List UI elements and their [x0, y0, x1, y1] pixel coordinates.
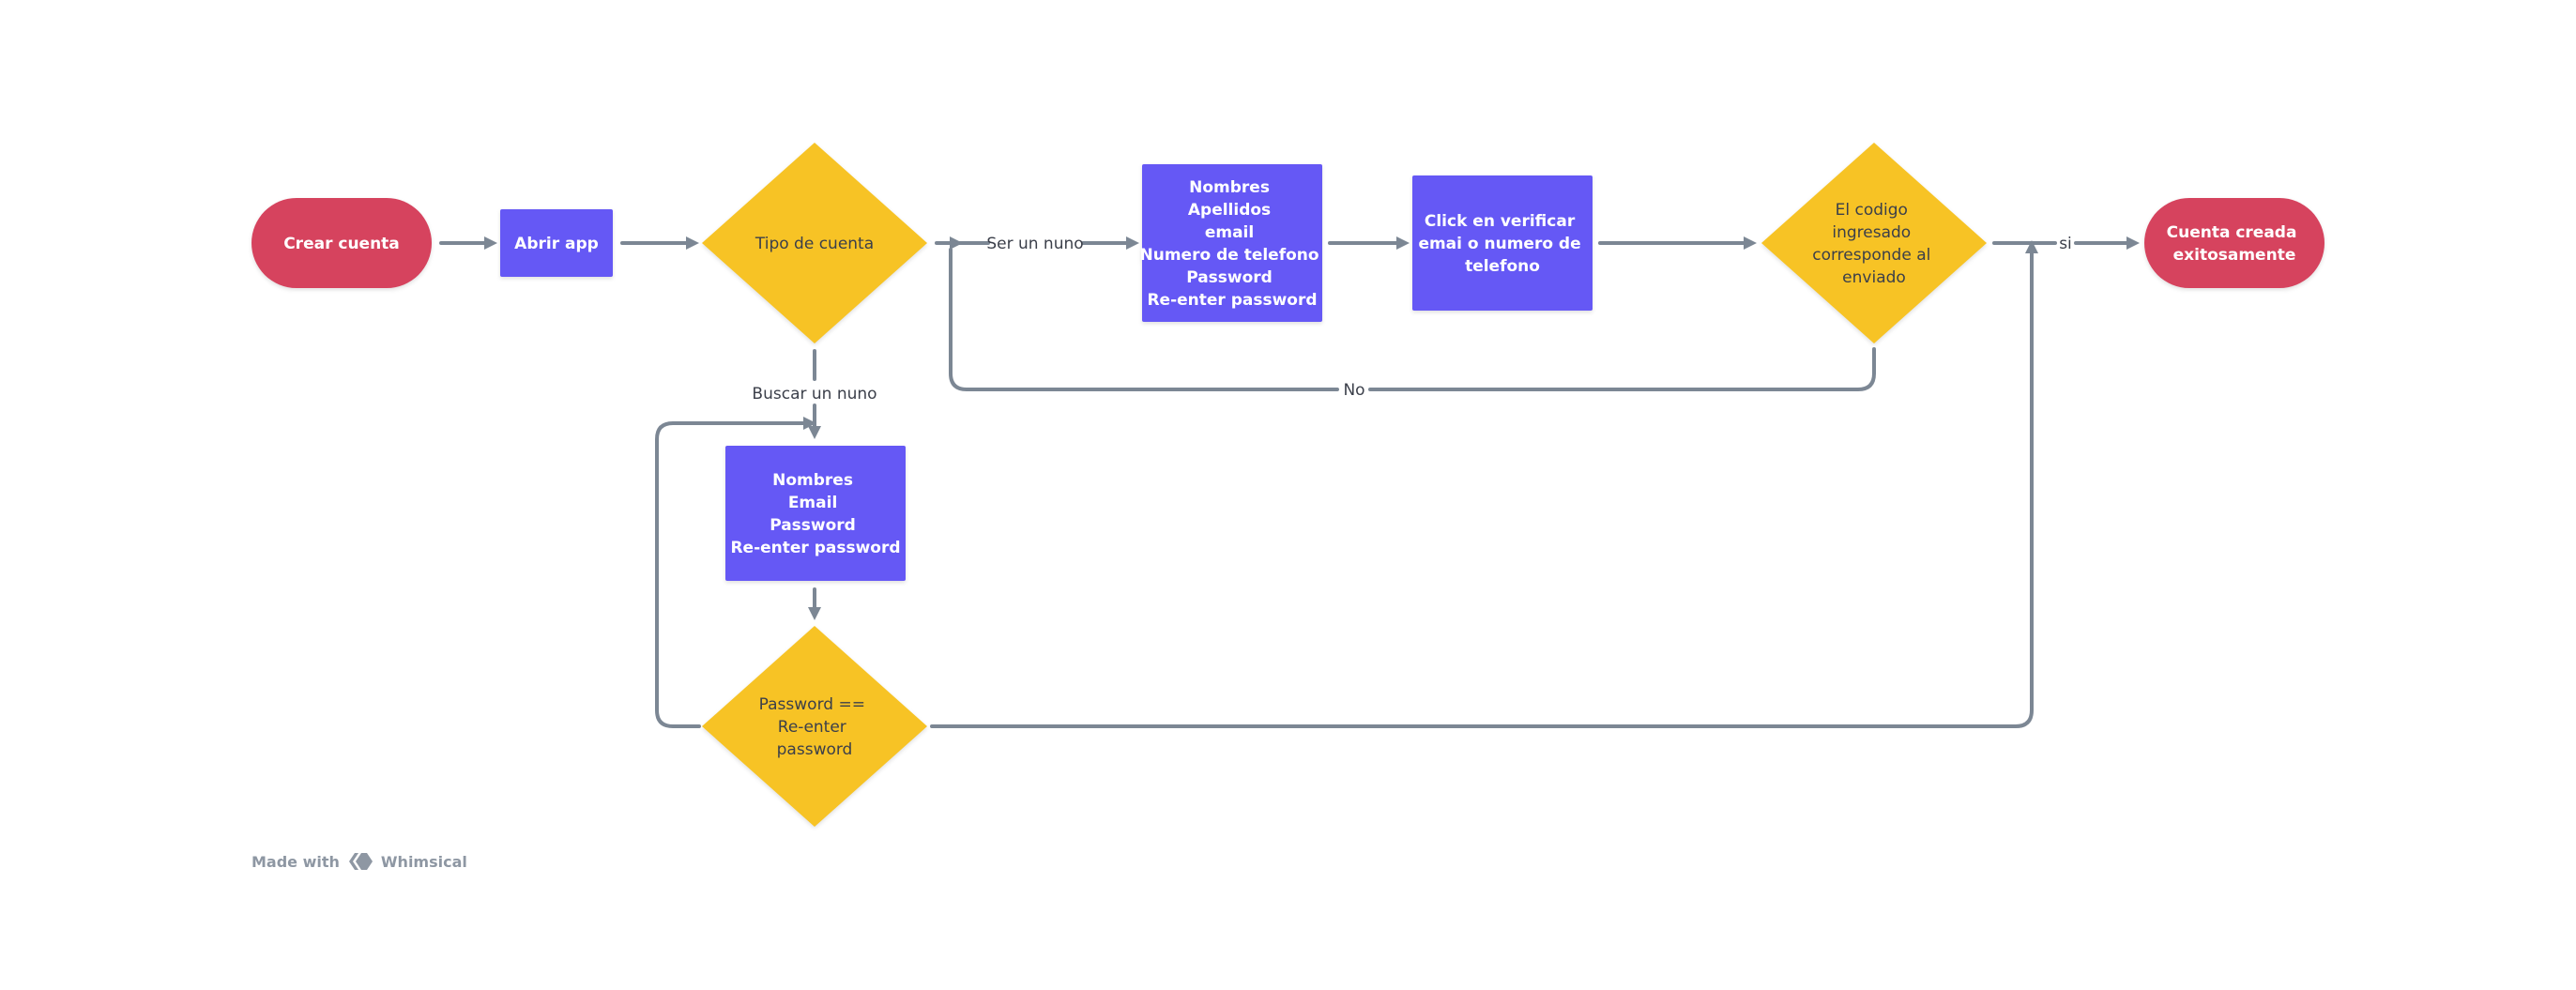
arrowhead	[484, 236, 497, 250]
arrowhead	[1126, 236, 1139, 250]
edge-password-to-creada	[930, 250, 2034, 728]
edge-label-si: si	[2059, 235, 2072, 253]
node-click-verificar[interactable]: Click en verificar emai o numero de tele…	[1412, 175, 1593, 311]
process-shape	[1412, 175, 1593, 311]
arrowhead	[808, 607, 821, 620]
decision-shape	[1761, 143, 1987, 343]
node-label: Password == Re-enter password	[759, 695, 871, 759]
node-label: Cuenta creada exitosamente	[2167, 223, 2303, 265]
node-codigo-check[interactable]: El codigo ingresado corresponde al envia…	[1761, 143, 1987, 343]
arrowhead	[1744, 236, 1757, 250]
edge-label-buscar-un-nuno: Buscar un nuno	[752, 385, 876, 404]
whimsical-brand-label: Whimsical	[380, 852, 467, 871]
edge-codigo-no-loop	[949, 248, 1339, 391]
arrowhead	[1396, 236, 1410, 250]
arrowhead	[808, 426, 821, 439]
arrowhead	[2126, 236, 2140, 250]
arrowhead	[686, 236, 699, 250]
whimsical-logo-icon	[347, 850, 375, 873]
node-password-check[interactable]: Password == Re-enter password	[702, 626, 927, 827]
decision-shape	[702, 143, 927, 343]
node-label: Abrir app	[514, 235, 599, 253]
made-with-whimsical-badge[interactable]: Made with Whimsical	[252, 850, 467, 873]
edge-label-no: No	[1343, 381, 1364, 400]
edge-password-no-loop	[655, 421, 807, 728]
made-with-label: Made with	[252, 852, 340, 871]
terminator-shape	[252, 198, 432, 288]
connectors	[439, 236, 2140, 728]
node-cuenta-creada[interactable]: Cuenta creada exitosamente	[2144, 198, 2324, 288]
node-form-buscar[interactable]: Nombres Email Password Re-enter password	[725, 446, 906, 581]
node-label: Nombres Apellidos email Numero de telefo…	[1140, 178, 1325, 310]
node-label: Tipo de cuenta	[755, 235, 874, 253]
node-label: Click en verificar emai o numero de tele…	[1418, 212, 1586, 276]
arrowhead	[803, 417, 816, 430]
edge-label-ser-un-nuno: Ser un nuno	[986, 235, 1083, 253]
arrowhead	[950, 236, 963, 250]
node-label: Nombres Email Password Re-enter password	[730, 471, 900, 557]
process-shape	[725, 446, 906, 581]
process-shape	[500, 209, 613, 277]
edge-labels: Ser un nuno Buscar un nuno No si	[752, 235, 2071, 404]
node-form-nuno[interactable]: Nombres Apellidos email Numero de telefo…	[1140, 164, 1325, 322]
process-shape	[1142, 164, 1322, 322]
arrowhead	[2025, 240, 2038, 253]
node-label: Crear cuenta	[283, 235, 400, 253]
edge-codigo-no-loop	[1368, 347, 1876, 391]
node-tipo-de-cuenta[interactable]: Tipo de cuenta	[702, 143, 927, 343]
decision-shape	[702, 626, 927, 827]
terminator-shape	[2144, 198, 2324, 288]
node-label: El codigo ingresado corresponde al envia…	[1812, 201, 1936, 287]
node-abrir-app[interactable]: Abrir app	[500, 209, 613, 277]
node-crear-cuenta[interactable]: Crear cuenta	[252, 198, 432, 288]
